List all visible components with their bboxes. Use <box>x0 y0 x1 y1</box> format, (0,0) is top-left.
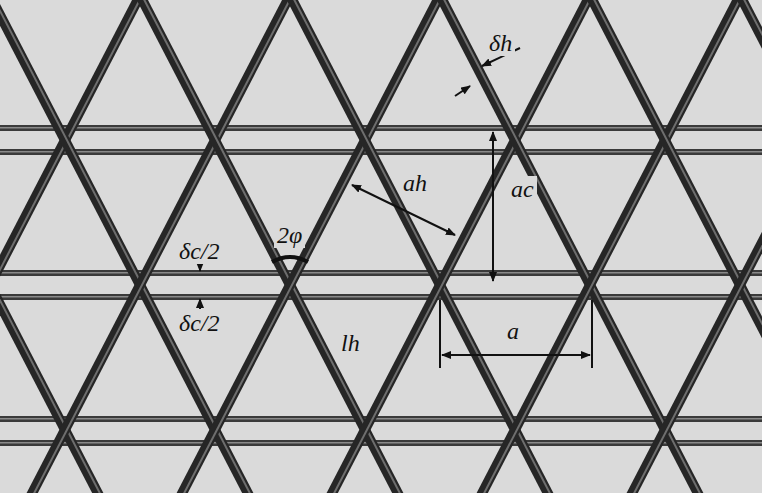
rib-highlight <box>474 0 750 493</box>
circumferential-rib <box>0 416 762 422</box>
extension-line <box>591 300 593 368</box>
angle-arc <box>272 257 308 262</box>
dimension-arrow <box>442 354 590 356</box>
dimension-label: δc/2 <box>176 310 222 336</box>
rib-highlight <box>0 272 762 274</box>
rib-highlight <box>24 0 300 493</box>
dimension-label: δh <box>486 30 515 56</box>
rib-highlight <box>174 0 450 493</box>
dimension-lines <box>200 48 592 368</box>
rib-highlight <box>0 127 762 129</box>
rib-highlight <box>734 0 762 493</box>
dimension-label: δc/2 <box>176 238 222 264</box>
circumferential-rib <box>0 125 762 131</box>
extension-line <box>439 300 441 368</box>
helical-rib <box>322 0 598 493</box>
dimension-arrow <box>492 132 494 281</box>
helical-rib <box>622 0 762 493</box>
circumferential-rib <box>0 270 762 276</box>
rib-highlight <box>0 0 110 493</box>
dimension-arrow <box>455 86 470 96</box>
helical-rib <box>172 0 448 493</box>
helical-rib <box>732 0 762 493</box>
rib-highlight <box>624 0 762 493</box>
helical-rib <box>22 0 298 493</box>
dimension-label: 2φ <box>274 222 305 248</box>
rib-highlight <box>0 151 762 153</box>
rib-highlight <box>0 296 762 298</box>
circumferential-rib <box>0 440 762 446</box>
rib-highlight <box>0 418 762 420</box>
rib-highlight <box>324 0 600 493</box>
dimension-label: ah <box>400 170 430 196</box>
circumferential-rib <box>0 294 762 300</box>
dimension-label: lh <box>338 330 363 356</box>
dimension-label: ac <box>508 176 537 202</box>
circumferential-rib <box>0 149 762 155</box>
helical-rib <box>472 0 748 493</box>
dimension-label: a <box>504 318 522 344</box>
rib-highlight <box>0 442 762 444</box>
dimension-arrow <box>199 299 201 309</box>
rib-highlight <box>0 0 1 493</box>
helical-rib <box>0 0 108 493</box>
